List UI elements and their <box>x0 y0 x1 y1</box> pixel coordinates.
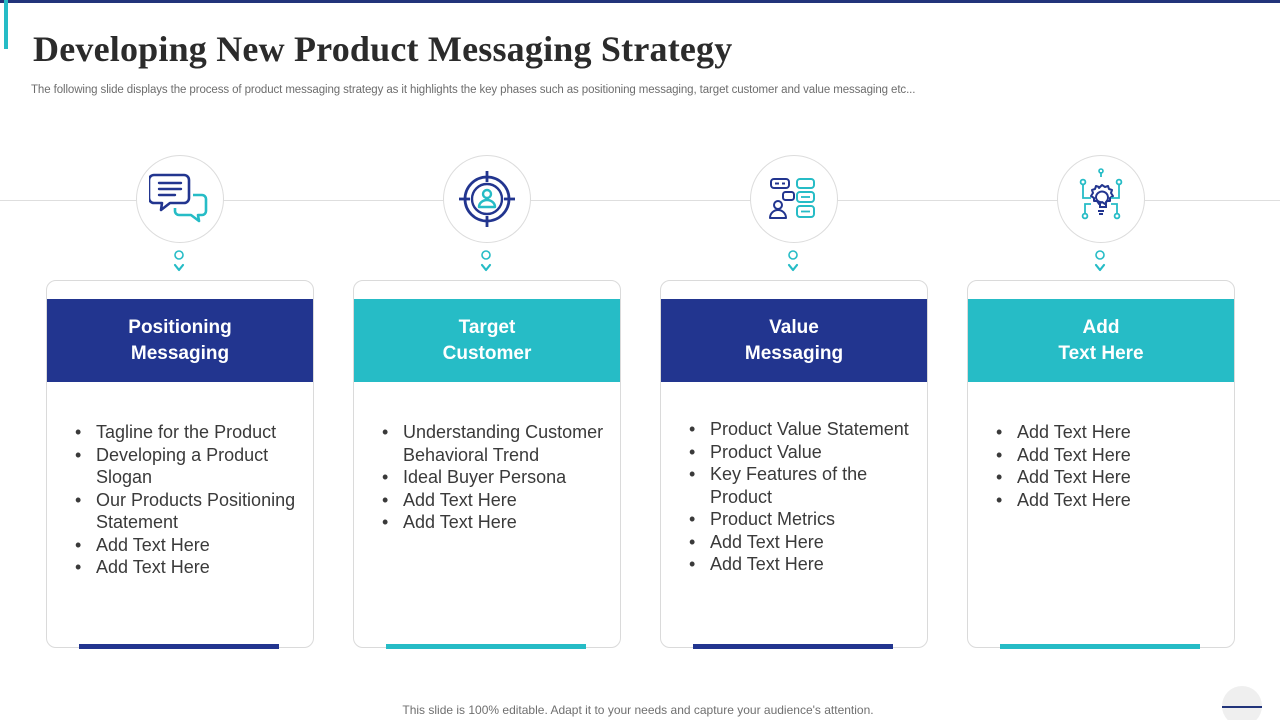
bullet-list: Tagline for the Product Developing a Pro… <box>75 421 307 579</box>
slide-subtitle: The following slide displays the process… <box>31 84 916 96</box>
card-title-line: Text Here <box>1058 342 1144 364</box>
card-bottom-accent <box>693 644 893 649</box>
card-title-line: Target <box>458 316 516 338</box>
card-title-line: Messaging <box>130 342 230 364</box>
card-bottom-accent <box>386 644 586 649</box>
bullet-item: Add Text Here <box>996 444 1228 467</box>
card-title-line: Positioning <box>128 316 232 338</box>
card-header: Positioning Messaging <box>47 299 313 382</box>
card-header: Value Messaging <box>661 299 927 382</box>
bullet-item: Add Text Here <box>689 553 921 576</box>
card-header: Add Text Here <box>968 299 1234 382</box>
phase-card-positioning-messaging: Positioning Messaging Tagline for the Pr… <box>46 280 314 649</box>
phase-3-icon-circle <box>750 155 838 243</box>
bullet-item: Tagline for the Product <box>75 421 307 444</box>
bullet-item: Developing a Product Slogan <box>75 444 307 489</box>
bullet-item: Product Value <box>689 441 921 464</box>
card-title-line: Add <box>1082 316 1120 338</box>
connector-arrow-icon <box>1094 250 1106 272</box>
bullet-item: Add Text Here <box>996 489 1228 512</box>
slide-corner-decoration <box>1222 686 1262 720</box>
top-accent-bar <box>0 0 1280 3</box>
footer-note: This slide is 100% editable. Adapt it to… <box>402 703 874 717</box>
idea-bulb-circuit-icon <box>1079 168 1123 220</box>
card-title-line: Customer <box>442 342 532 364</box>
bullet-item: Add Text Here <box>996 466 1228 489</box>
phase-4-icon-circle <box>1057 155 1145 243</box>
bullet-item: Our Products Positioning Statement <box>75 489 307 534</box>
bullet-item: Add Text Here <box>382 489 614 512</box>
timeline-line <box>0 200 1280 201</box>
card-bottom-accent <box>79 644 279 649</box>
title-accent-tick <box>4 0 8 49</box>
bullet-item: Ideal Buyer Persona <box>382 466 614 489</box>
target-customer-icon <box>459 171 515 227</box>
card-title-line: Value <box>769 316 819 338</box>
card-bottom-accent <box>1000 644 1200 649</box>
bullet-item: Understanding Customer Behavioral Trend <box>382 421 614 466</box>
card-title-line: Messaging <box>744 342 844 364</box>
conversation-messages-icon <box>769 178 815 219</box>
phase-card-target-customer: Target Customer Understanding Customer B… <box>353 280 621 649</box>
bullet-item: Add Text Here <box>689 531 921 554</box>
bullet-item: Add Text Here <box>996 421 1228 444</box>
connector-arrow-icon <box>173 250 185 272</box>
slide-title: Developing New Product Messaging Strateg… <box>33 29 733 69</box>
connector-arrow-icon <box>787 250 799 272</box>
phase-2-icon-circle <box>443 155 531 243</box>
bullet-item: Key Features of the Product <box>689 463 921 508</box>
connector-arrow-icon <box>480 250 492 272</box>
bullet-item: Add Text Here <box>75 534 307 557</box>
bullet-list: Add Text Here Add Text Here Add Text Her… <box>996 421 1228 511</box>
bullet-list: Product Value Statement Product Value Ke… <box>689 418 921 576</box>
card-header: Target Customer <box>354 299 620 382</box>
phase-1-icon-circle <box>136 155 224 243</box>
bullet-item: Add Text Here <box>75 556 307 579</box>
slide-corner-line <box>1222 706 1262 708</box>
bullet-list: Understanding Customer Behavioral Trend … <box>382 421 614 534</box>
phase-card-value-messaging: Value Messaging Product Value Statement … <box>660 280 928 649</box>
chat-bubbles-icon <box>149 173 208 223</box>
bullet-item: Product Value Statement <box>689 418 921 441</box>
bullet-item: Add Text Here <box>382 511 614 534</box>
bullet-item: Product Metrics <box>689 508 921 531</box>
phase-card-add-text: Add Text Here Add Text Here Add Text Her… <box>967 280 1235 649</box>
